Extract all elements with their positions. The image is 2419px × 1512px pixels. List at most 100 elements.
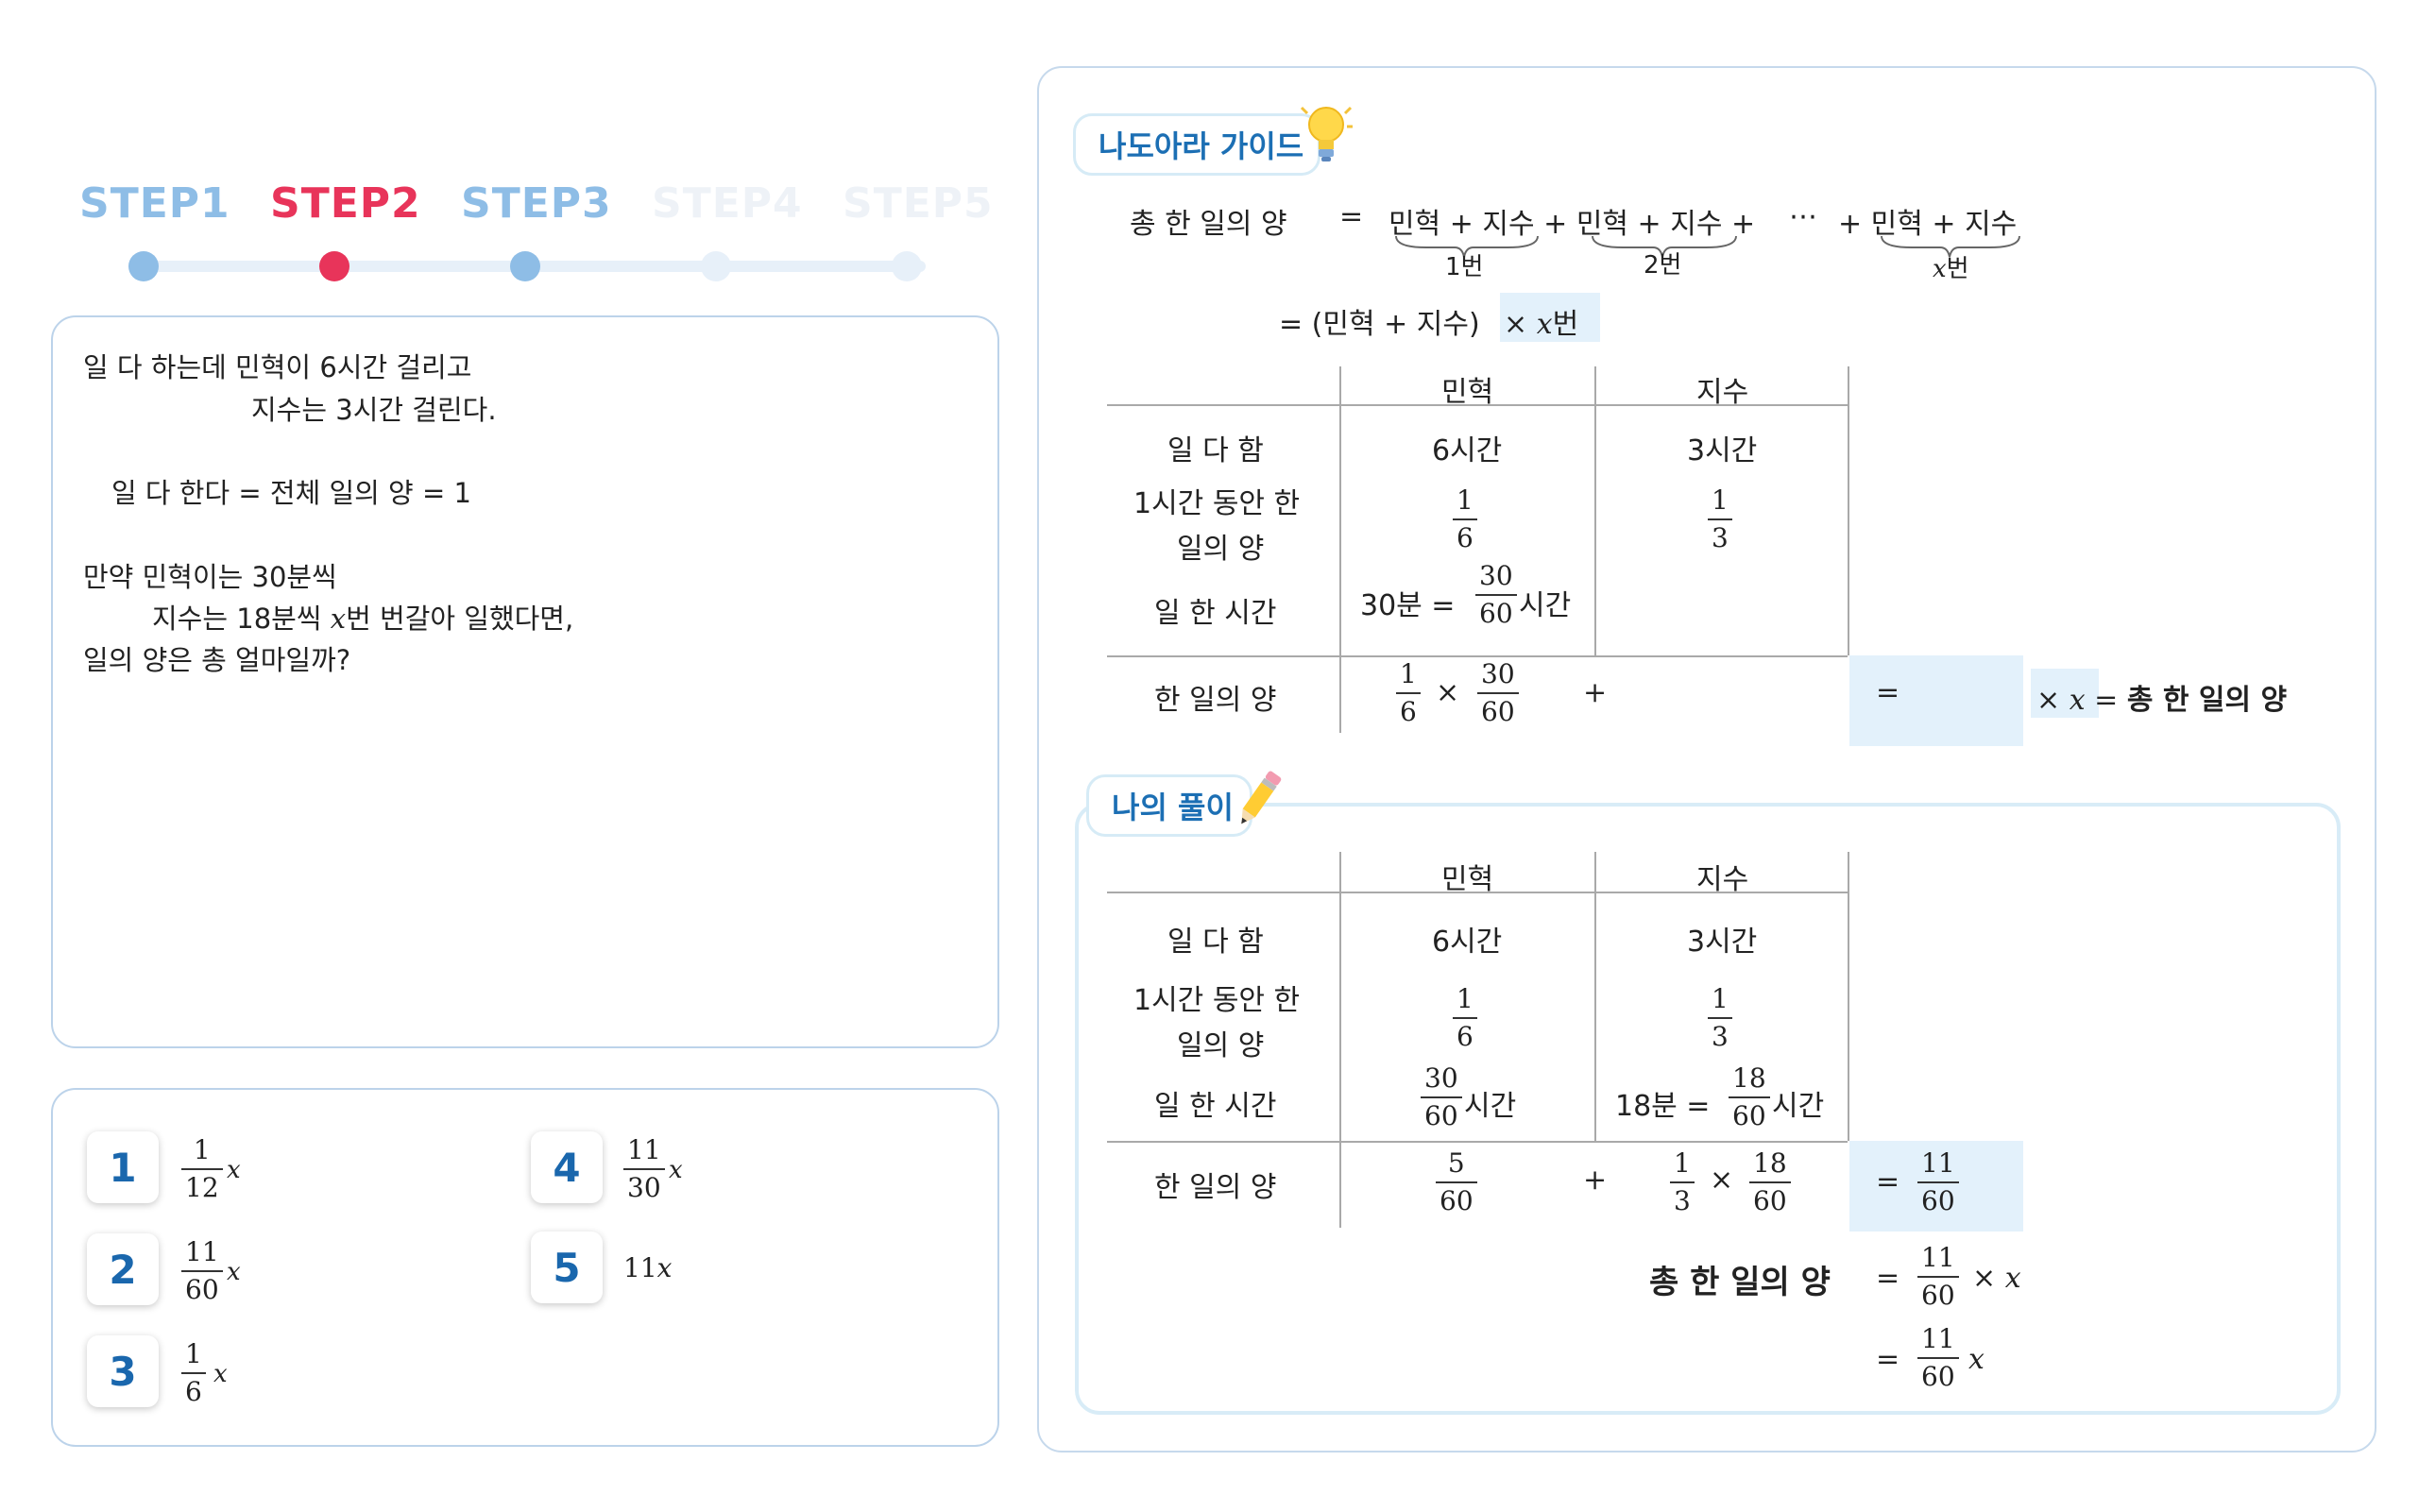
guide-r4-times: × [1436, 676, 1460, 709]
step2-dot[interactable] [319, 251, 349, 281]
guide-result-blank[interactable] [1849, 655, 2023, 746]
problem-line-5-x: x [330, 603, 347, 635]
solution-r4-times: × [1710, 1164, 1734, 1197]
solution-col-jisu: 지수 [1696, 863, 1749, 896]
guide-sum-part1: 민혁 + 지수 + 민혁 + 지수 + [1388, 208, 1756, 241]
guide-table-vline-1 [1339, 366, 1341, 733]
guide-tag: 나도아라 가이드 [1073, 113, 1320, 176]
problem-line-5: 지수는 18분씩 x번 번갈아 일했다면, [152, 597, 573, 637]
solution-box [1075, 803, 2341, 1415]
step3-tab[interactable]: STEP3 [461, 179, 612, 228]
step5-tab[interactable]: STEP5 [843, 179, 994, 228]
solution-total-eq-1: = [1876, 1262, 1900, 1295]
guide-table-vline-3 [1848, 366, 1849, 655]
choice-4-x: x [669, 1156, 683, 1184]
guide-row-1-label: 일 다 함 [1167, 434, 1264, 467]
guide-table-body-line [1107, 655, 1848, 657]
solution-table-vline-3 [1848, 852, 1849, 1141]
guide-col-minhyuk: 민혁 [1441, 376, 1494, 409]
step2-tab[interactable]: STEP2 [270, 179, 421, 228]
choice-4-button[interactable]: 4 [531, 1131, 603, 1203]
solution-total-label: 총 한 일의 양 [1649, 1264, 1831, 1301]
problem-box: 일 다 하는데 민혁이 6시간 걸리고 지수는 3시간 걸린다. 일 다 한다 … [51, 315, 999, 1048]
solution-r3c2-a: 18분 = [1615, 1090, 1711, 1123]
solution-total-times-x: × x [1972, 1262, 2021, 1295]
solution-r3c1-unit: 시간 [1464, 1090, 1517, 1123]
step1-dot[interactable] [128, 251, 159, 281]
guide-r1c2: 3시간 [1687, 434, 1758, 467]
solution-row-4-label: 한 일의 양 [1154, 1171, 1277, 1204]
choice-1-button[interactable]: 1 [87, 1131, 159, 1203]
solution-r1c2: 3시간 [1687, 926, 1758, 959]
step5-dot[interactable] [892, 251, 922, 281]
problem-line-5-a: 지수는 18분씩 [152, 603, 331, 635]
problem-line-5-b: 번 번갈아 일했다면, [346, 603, 574, 635]
solution-total-x-2: x [1968, 1343, 1985, 1376]
solution-row-1-label: 일 다 함 [1167, 926, 1264, 959]
solution-table-header-line [1107, 892, 1848, 893]
solution-col-minhyuk: 민혁 [1441, 863, 1494, 896]
guide-r4-eq: = [1876, 676, 1900, 709]
guide-brace-x: x번 [1933, 255, 1969, 283]
lightbulb-icon [1300, 100, 1353, 168]
guide-table-vline-2 [1594, 366, 1596, 655]
guide-times-x-highlight [2031, 669, 2099, 718]
choice-2-button[interactable]: 2 [87, 1233, 159, 1305]
solution-row-2-label-b: 일의 양 [1177, 1029, 1265, 1062]
guide-r3c1-b: 시간 [1519, 589, 1572, 622]
problem-line-1: 일 다 하는데 민혁이 6시간 걸리고 [83, 351, 472, 383]
guide-row-3-label: 일 한 시간 [1154, 597, 1277, 630]
solution-r4-plus: + [1583, 1164, 1608, 1197]
guide-r4-plus: + [1583, 676, 1608, 709]
problem-line-2: 지수는 3시간 걸린다. [251, 394, 497, 426]
guide-sum-part2: + 민혁 + 지수 [1838, 208, 2018, 241]
solution-table-vline-2 [1594, 852, 1596, 1141]
solution-total-eq-2: = [1876, 1343, 1900, 1376]
step3-dot[interactable] [510, 251, 540, 281]
guide-line2-highlight [1500, 293, 1600, 342]
solution-tag: 나의 풀이 [1086, 774, 1252, 837]
solution-r1c1: 6시간 [1432, 926, 1503, 959]
solution-row-2-label-a: 1시간 동안 한 [1133, 984, 1301, 1017]
guide-row-4-label: 한 일의 양 [1154, 684, 1277, 717]
solution-table-vline-1 [1339, 852, 1341, 1228]
solution-r3c2-unit: 시간 [1772, 1090, 1825, 1123]
step1-tab[interactable]: STEP1 [79, 179, 230, 228]
guide-total-label: 총 한 일의 양 [1130, 208, 1287, 241]
guide-r4-tail: × x = 총 한 일의 양 [2036, 684, 2288, 717]
solution-result-box[interactable] [1849, 1141, 2023, 1232]
guide-row-2-label-b: 일의 양 [1177, 533, 1265, 566]
solution-r4-eq: = [1876, 1165, 1900, 1198]
choice-1-x: x [227, 1156, 241, 1184]
choice-5-button[interactable]: 5 [531, 1232, 603, 1303]
guide-brace-2: 2번 [1644, 251, 1682, 280]
guide-line2-a: = (민혁 + 지수) [1279, 308, 1480, 341]
step4-tab[interactable]: STEP4 [652, 179, 803, 228]
problem-line-4: 만약 민혁이는 30분씩 [83, 561, 337, 593]
guide-eq-sign: = [1339, 200, 1364, 233]
guide-underbraces [1395, 235, 2020, 258]
guide-brace-1: 1번 [1445, 253, 1484, 281]
choice-3-button[interactable]: 3 [87, 1335, 159, 1407]
step4-dot[interactable] [701, 251, 731, 281]
